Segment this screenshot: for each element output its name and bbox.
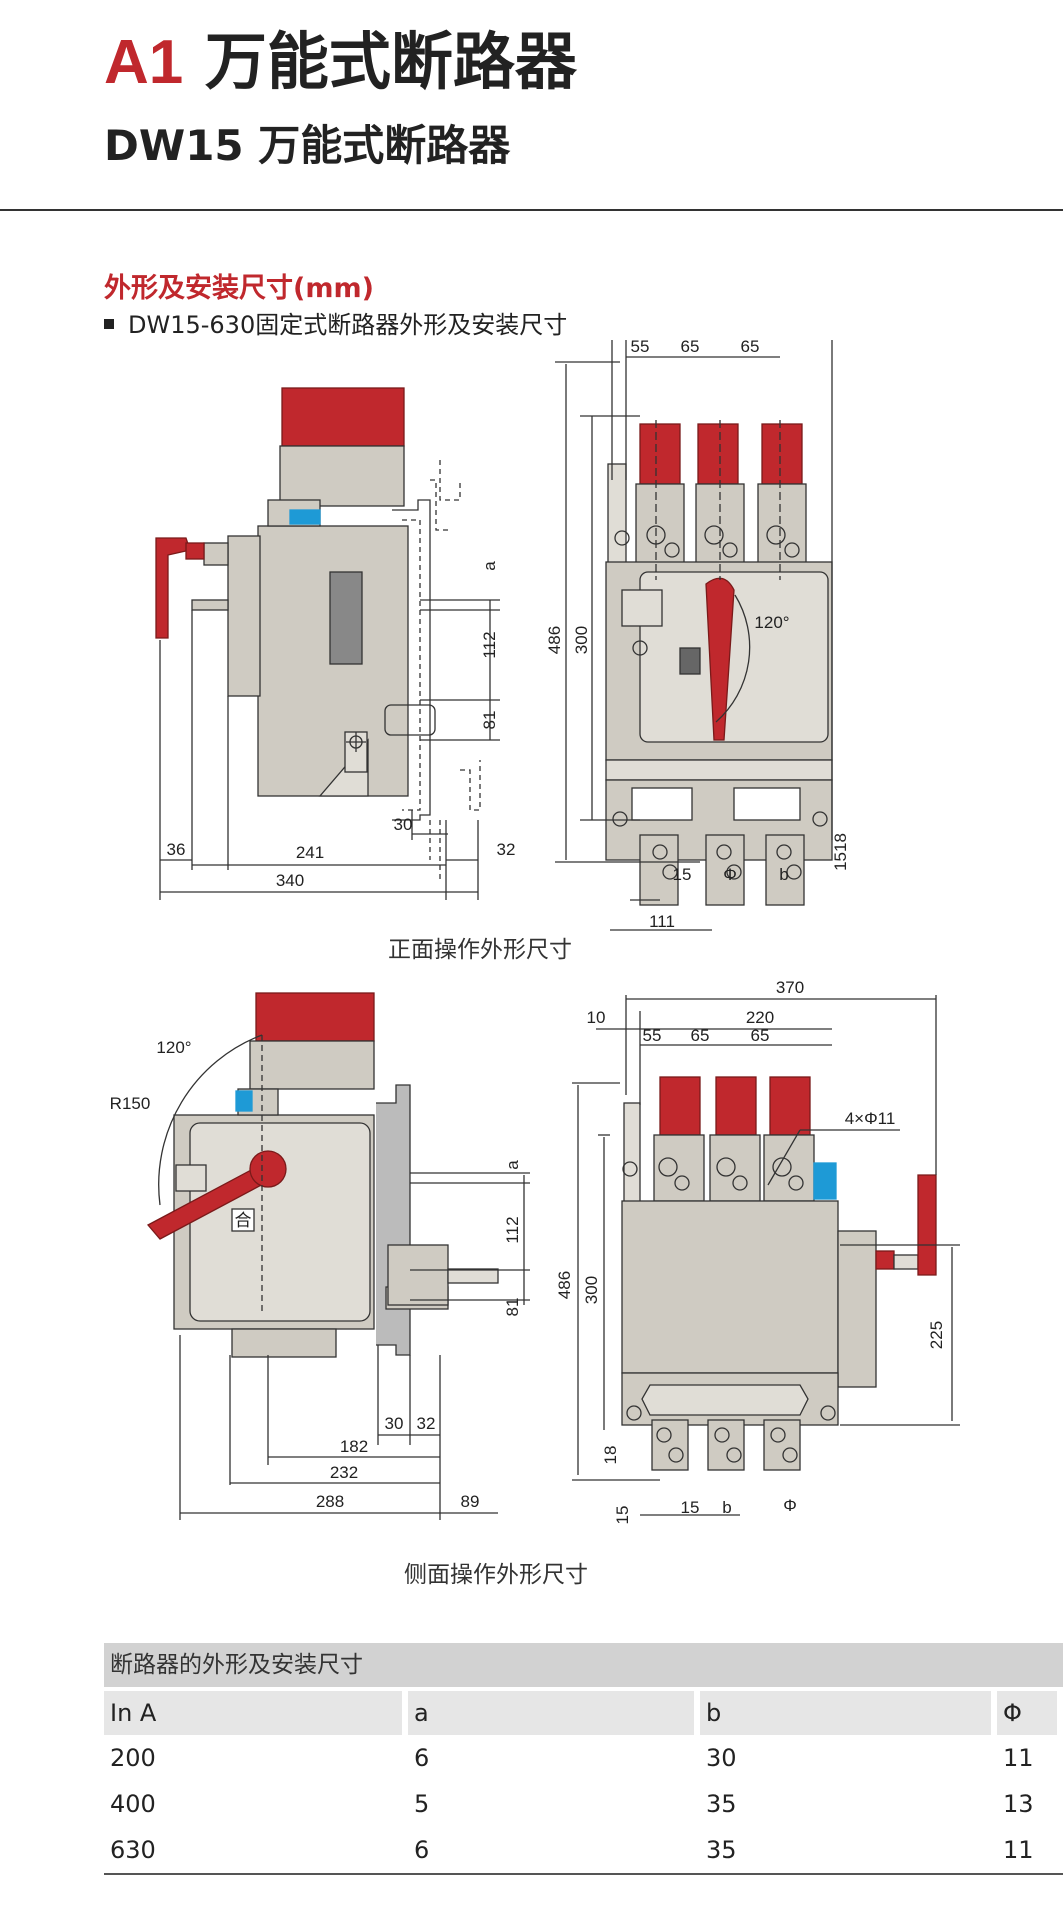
title-text: 万能式断路器 — [204, 25, 577, 98]
table-cell: 11 — [1003, 1836, 1034, 1864]
dim-label: 370 — [776, 978, 804, 997]
dim-label: 32 — [497, 840, 516, 859]
bullet-item: DW15-630固定式断路器外形及安装尺寸 — [104, 305, 567, 340]
top-red-block — [281, 387, 405, 447]
side-caption: 侧面操作外形尺寸 — [404, 1562, 588, 1588]
dim-label: 65 — [691, 1026, 710, 1045]
dim-label: 1518 — [831, 833, 850, 871]
dim-label: 232 — [330, 1463, 358, 1482]
table-header-cell: b — [700, 1691, 991, 1735]
table-cell: 5 — [414, 1790, 430, 1818]
dim-label: 111 — [649, 912, 675, 931]
table-cell: 30 — [706, 1744, 737, 1772]
header-divider — [0, 209, 1063, 211]
dim-label: 36 — [167, 840, 186, 859]
dim-label: 112 — [480, 631, 499, 658]
front-caption: 正面操作外形尺寸 — [388, 937, 572, 963]
dim-label: 486 — [555, 1271, 574, 1299]
dim-label: 15 — [613, 1506, 632, 1525]
dim-label: a — [480, 561, 499, 571]
dim-label: a — [503, 1160, 522, 1170]
dim-label: Φ — [783, 1496, 797, 1515]
table-header-cell: a — [408, 1691, 694, 1735]
dim-label: 89 — [461, 1492, 480, 1511]
dim-label: 241 — [296, 843, 324, 862]
front-handle — [705, 577, 735, 741]
dim-label: 300 — [582, 1276, 601, 1304]
dim-label: 32 — [417, 1414, 436, 1433]
dim-label: 15 — [681, 1498, 700, 1517]
table-cell: 35 — [706, 1790, 737, 1818]
table-cell: 400 — [110, 1790, 156, 1818]
dim-label: 65 — [741, 340, 760, 356]
dim-label: 81 — [503, 1298, 522, 1317]
bullet-square-icon — [104, 319, 114, 329]
dim-label: 182 — [340, 1437, 368, 1456]
dim-label: 10 — [587, 1008, 606, 1027]
dim-label: 112 — [503, 1216, 522, 1243]
dim-label: 55 — [643, 1026, 662, 1045]
page-title: A1 万能式断路器 — [104, 22, 577, 103]
dim-label: 30 — [394, 815, 413, 834]
dim-label: 288 — [316, 1492, 344, 1511]
model-code: A1 — [104, 28, 184, 97]
dim-label: 65 — [751, 1026, 770, 1045]
close-mark: 合 — [235, 1211, 252, 1230]
bullet-text: DW15-630固定式断路器外形及安装尺寸 — [128, 311, 568, 339]
dim-label: 65 — [681, 340, 700, 356]
dim-label: 300 — [572, 626, 591, 654]
side-operation-drawing: 120° R150 合 370 10 220 55 65 65 4×Φ11 a … — [110, 978, 960, 1525]
angle-label: 120° — [156, 1038, 191, 1057]
table-cell: 13 — [1003, 1790, 1034, 1818]
table-cell: 6 — [414, 1744, 430, 1772]
dim-label: b — [722, 1498, 731, 1517]
dim-label: 15 — [673, 865, 692, 884]
dim-label: 340 — [276, 871, 304, 890]
front-operation-drawing: 241 220 10 55 65 65 486 300 120° a 112 8… — [155, 340, 850, 931]
dim-label: 220 — [746, 1008, 774, 1027]
dim-label: 225 — [927, 1321, 946, 1349]
dim-label: Φ — [723, 865, 737, 884]
table-row: 400 5 35 13 — [104, 1781, 1063, 1827]
table-cell: 11 — [1003, 1744, 1034, 1772]
dimension-table: 断路器的外形及安装尺寸 In A a b Φ 200 6 30 11 400 5… — [104, 1643, 1063, 1875]
dim-label: 55 — [631, 340, 650, 356]
radius-label: R150 — [110, 1094, 151, 1113]
angle-label: 120° — [754, 613, 789, 632]
table-row: 200 6 30 11 — [104, 1735, 1063, 1781]
table-header-cell: Φ — [997, 1691, 1057, 1735]
dim-label: b — [779, 865, 788, 884]
table-row: 630 6 35 11 — [104, 1827, 1063, 1873]
table-bottom-rule — [104, 1873, 1063, 1875]
dim-label: 18 — [601, 1446, 620, 1465]
table-cell: 630 — [110, 1836, 156, 1864]
table-cell: 6 — [414, 1836, 430, 1864]
blue-terminal — [289, 509, 321, 525]
table-header-cell: In A — [104, 1691, 402, 1735]
dim-label: 81 — [480, 711, 499, 730]
section-title: 外形及安装尺寸(mm) — [104, 273, 374, 304]
table-header-row: In A a b Φ — [104, 1691, 1063, 1735]
table-title: 断路器的外形及安装尺寸 — [104, 1643, 1063, 1687]
table-cell: 35 — [706, 1836, 737, 1864]
table-cell: 200 — [110, 1744, 156, 1772]
page-subtitle: DW15 万能式断路器 — [104, 121, 511, 170]
hole-label: 4×Φ11 — [845, 1109, 896, 1128]
dim-label: 486 — [545, 626, 564, 654]
window-slot — [329, 571, 363, 665]
dim-label: 30 — [385, 1414, 404, 1433]
